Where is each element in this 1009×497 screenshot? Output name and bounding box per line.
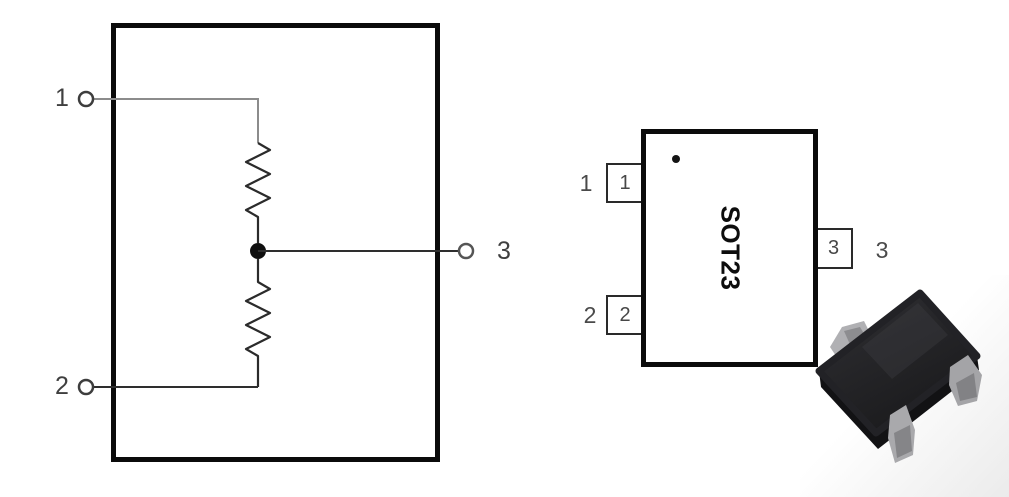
photo-body-side xyxy=(819,356,979,449)
pin1-wire xyxy=(93,98,259,143)
internal-circuit-schematic xyxy=(77,23,475,462)
pin1-marker-dot xyxy=(672,155,680,163)
pad-2: 2 xyxy=(606,295,644,335)
sot23-package-photo xyxy=(800,275,1009,497)
terminal-circle-pin2 xyxy=(77,378,95,396)
pinout-pin1-label: 1 xyxy=(579,170,593,196)
schematic-pin3-label: 3 xyxy=(497,237,511,265)
component-outline-box xyxy=(111,23,440,462)
photo-lead-1-shade xyxy=(844,327,866,349)
schematic-pin2-label: 2 xyxy=(55,372,69,400)
pinout-pin3-label: 3 xyxy=(875,237,889,263)
pad-1: 1 xyxy=(606,163,644,203)
resistor-lower-icon xyxy=(244,259,272,387)
schematic-pin1-label: 1 xyxy=(55,84,69,112)
photo-body-highlight xyxy=(862,303,948,379)
terminal-circle-pin1 xyxy=(77,90,95,108)
resistor-upper-icon xyxy=(244,142,272,243)
terminal-circle-pin3 xyxy=(457,242,475,260)
pad-1-number: 1 xyxy=(619,171,631,194)
photo-body-top xyxy=(815,289,981,437)
pad-2-number: 2 xyxy=(619,303,631,326)
pad-3-number: 3 xyxy=(827,237,840,259)
package-outline-box: SOT23 xyxy=(641,129,818,367)
package-name-label: SOT23 xyxy=(715,205,745,291)
photo-lead-2-shade xyxy=(894,425,912,458)
pinout-pin2-label: 2 xyxy=(583,302,597,328)
photo-lead-3-shade xyxy=(956,373,977,401)
pad-3: 3 xyxy=(814,228,853,269)
